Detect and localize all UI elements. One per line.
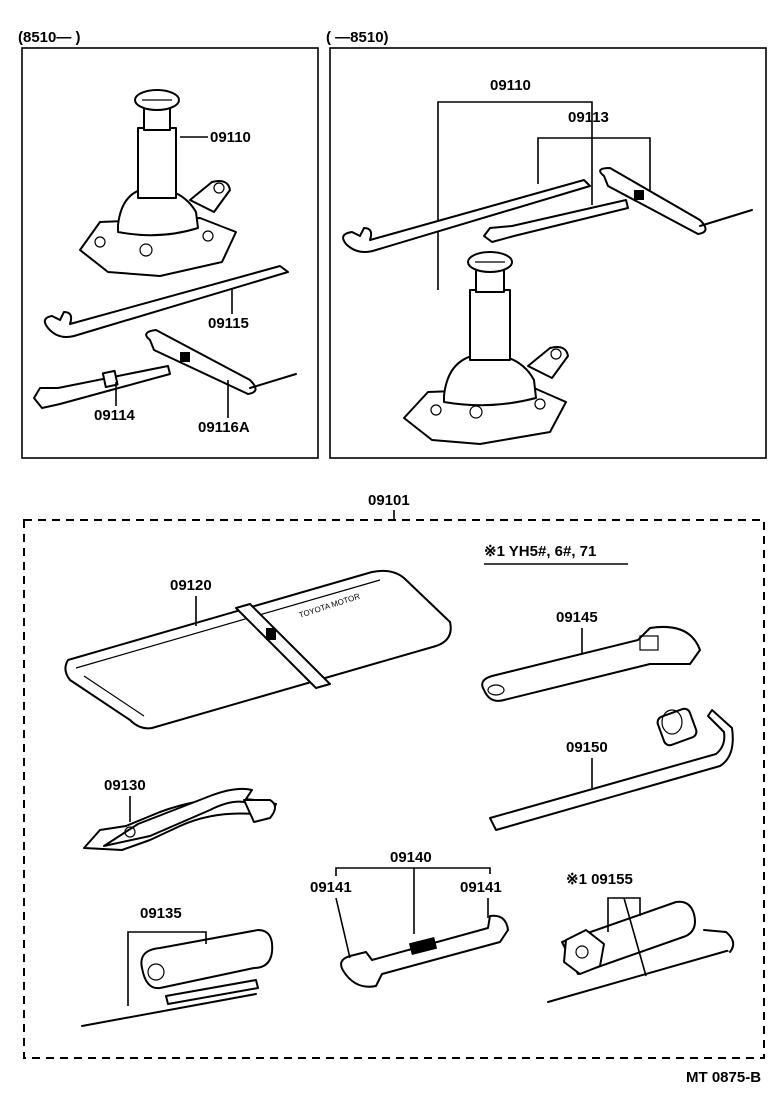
label-lug-wrench: 09150 [566, 739, 608, 756]
extension-right-illustration [483, 199, 629, 243]
extension-left-illustration [33, 365, 171, 409]
label-bar-left: 09116A [198, 419, 250, 436]
label-tools-right: 09113 [568, 109, 609, 126]
spanner-set-illustration [340, 914, 509, 988]
label-spanner-b: 09141 [460, 879, 502, 896]
label-spanner-set: 09140 [390, 849, 432, 866]
label-extension-left: 09114 [94, 407, 136, 424]
screwdriver-illustration [81, 929, 274, 1027]
jack-right-illustration [403, 251, 569, 445]
label-bag: 09120 [170, 577, 212, 594]
label-plug-wrench: ※1 09155 [566, 871, 633, 888]
tool-set-frame [23, 519, 765, 1059]
label-jack-right: 09110 [490, 77, 531, 94]
panel-right-header: ( —8510) [326, 29, 389, 46]
lug-wrench-illustration [489, 707, 734, 831]
label-handle-left: 09115 [208, 315, 249, 332]
tool-bag-illustration: TOYOTA MOTOR [64, 569, 452, 730]
panel-left-frame [21, 47, 319, 459]
label-spanner-a: 09141 [310, 879, 352, 896]
handle-right-illustration [342, 179, 591, 253]
jack-left-illustration [79, 89, 237, 277]
handle-left-illustration [43, 265, 289, 338]
diagram-code: MT 0875-B [686, 1069, 761, 1086]
bar-left-illustration [145, 329, 297, 395]
panel-left-header: (8510— ) [18, 29, 81, 46]
label-tool-set: 09101 [368, 492, 410, 509]
bar-right-illustration [599, 167, 753, 235]
pliers-illustration [83, 787, 277, 851]
panel-left: (8510— ) 09110 09115 [18, 29, 319, 459]
label-adj-wrench: 09145 [556, 609, 598, 626]
plug-wrench-illustration [547, 900, 735, 1003]
panel-right: ( —8510) 09110 09113 [326, 29, 767, 459]
panel-right-frame [329, 47, 767, 459]
label-screwdriver: 09135 [140, 905, 182, 922]
note-applicability: ※1 YH5#, 6#, 71 [484, 543, 596, 560]
label-pliers: 09130 [104, 777, 146, 794]
adjustable-wrench-illustration [481, 626, 701, 702]
tool-set: 09101 ※1 YH5#, 6#, 71 TOYOTA MOTOR 09120… [23, 492, 765, 1059]
label-jack-left: 09110 [210, 129, 251, 146]
